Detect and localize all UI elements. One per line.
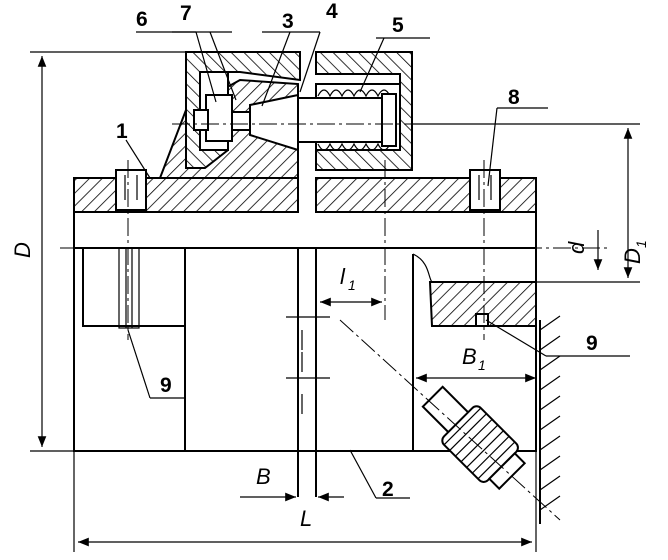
dim-B1: B 1 bbox=[462, 344, 486, 373]
label-5: 5 bbox=[392, 14, 404, 37]
dim-B: B bbox=[256, 464, 271, 489]
angled-spring-unit bbox=[421, 385, 527, 491]
part-numbers: 6 7 3 4 5 8 1 2 9 9 bbox=[116, 0, 598, 501]
dimension-lines bbox=[30, 51, 640, 552]
label-9-left: 9 bbox=[160, 374, 172, 397]
label-2: 2 bbox=[382, 478, 394, 501]
dimension-letters: D D 1 d l 1 B 1 B L bbox=[10, 240, 649, 531]
label-8: 8 bbox=[508, 86, 520, 109]
dim-D: D bbox=[10, 242, 35, 258]
svg-text:1: 1 bbox=[478, 357, 486, 373]
upper-housing bbox=[185, 51, 301, 169]
dim-D1: D 1 bbox=[620, 240, 649, 264]
center-lines bbox=[60, 123, 610, 521]
label-3: 3 bbox=[282, 10, 294, 33]
label-1: 1 bbox=[116, 120, 128, 143]
leader-lines bbox=[125, 31, 630, 499]
dim-d: d bbox=[564, 241, 589, 254]
label-6: 6 bbox=[136, 8, 148, 31]
spring-housing bbox=[297, 51, 413, 171]
svg-text:1: 1 bbox=[348, 277, 356, 293]
svg-text:1: 1 bbox=[633, 240, 649, 248]
svg-text:D: D bbox=[620, 248, 645, 264]
dim-L: L bbox=[300, 506, 312, 531]
mounting-wall bbox=[539, 315, 561, 524]
lower-right-section bbox=[412, 253, 537, 327]
label-9-right: 9 bbox=[586, 332, 598, 355]
svg-text:l: l bbox=[340, 264, 346, 289]
dim-l1: l 1 bbox=[340, 264, 356, 293]
part-2-disc bbox=[286, 316, 330, 414]
label-4: 4 bbox=[326, 0, 338, 23]
svg-text:B: B bbox=[462, 344, 477, 369]
label-7: 7 bbox=[180, 2, 192, 25]
